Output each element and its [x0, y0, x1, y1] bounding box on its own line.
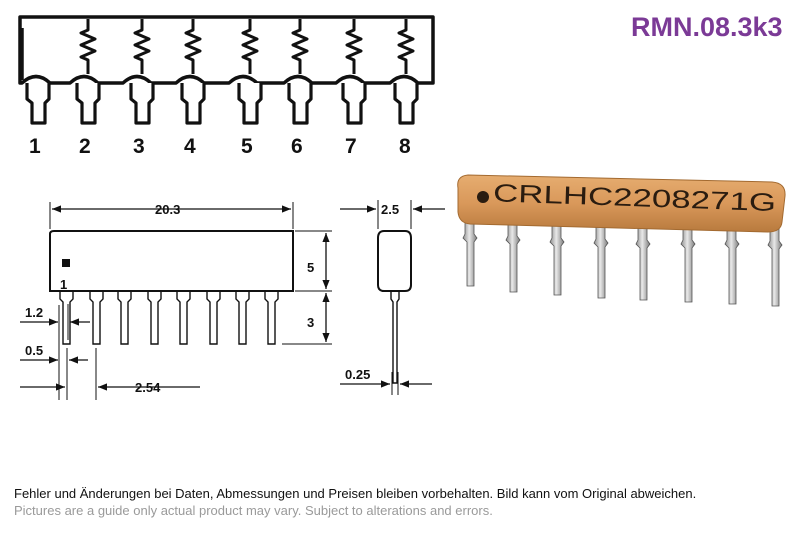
pin-number-labels: 1 2 3 4 5 6 7 8: [29, 135, 411, 158]
front-dimension-labels: 20.3 5 3 1.2 0.5 2.54: [25, 202, 314, 395]
front-view-drawing: 1: [20, 202, 332, 400]
front-dimension-lines: [20, 205, 330, 391]
product-photo: CRLHC2208271G: [457, 174, 786, 307]
pin-number-8: 8: [399, 135, 411, 158]
disclaimer-german: Fehler und Änderungen bei Daten, Abmessu…: [14, 486, 697, 501]
front-view-pins: [59, 291, 279, 345]
pin1-marker: [62, 259, 70, 267]
pin-number-6: 6: [291, 135, 303, 158]
height-label: 5: [307, 260, 314, 275]
side-lead: [390, 291, 400, 384]
front-body-outline: [49, 230, 294, 292]
schematic-pins: [25, 83, 419, 125]
side-body-outline: [377, 230, 412, 292]
side-view-drawing: 2.5 0.25: [340, 200, 445, 395]
pin-number-4: 4: [184, 135, 196, 158]
pin-number-1: 1: [29, 135, 41, 158]
lead-thickness-label: 0.5: [25, 343, 43, 358]
lead-length-label: 3: [307, 315, 314, 330]
pitch-label: 2.54: [135, 380, 161, 395]
resistor-network-diagram: 1 2 3 4 5 6 7 8 1: [18, 15, 786, 400]
length-label: 20.3: [155, 202, 180, 217]
pin1-label: 1: [60, 277, 67, 292]
pin-number-7: 7: [345, 135, 357, 158]
lead-width-label: 0.25: [345, 367, 370, 382]
common-bus-outline: [18, 15, 435, 85]
pin-number-2: 2: [79, 135, 91, 158]
pin-number-5: 5: [241, 135, 253, 158]
front-extension-lines: [49, 202, 332, 400]
pin-width-label: 1.2: [25, 305, 43, 320]
photo-body: [457, 174, 786, 233]
thickness-label: 2.5: [381, 202, 399, 217]
pin-number-3: 3: [133, 135, 145, 158]
photo-leads: [462, 217, 783, 307]
resistor-symbols: [79, 19, 415, 74]
disclaimer-english: Pictures are a guide only actual product…: [14, 503, 493, 518]
photo-pin1-dot: [477, 191, 489, 203]
product-code: RMN.08.3k3: [631, 12, 783, 42]
schematic: 1 2 3 4 5 6 7 8: [18, 15, 435, 158]
